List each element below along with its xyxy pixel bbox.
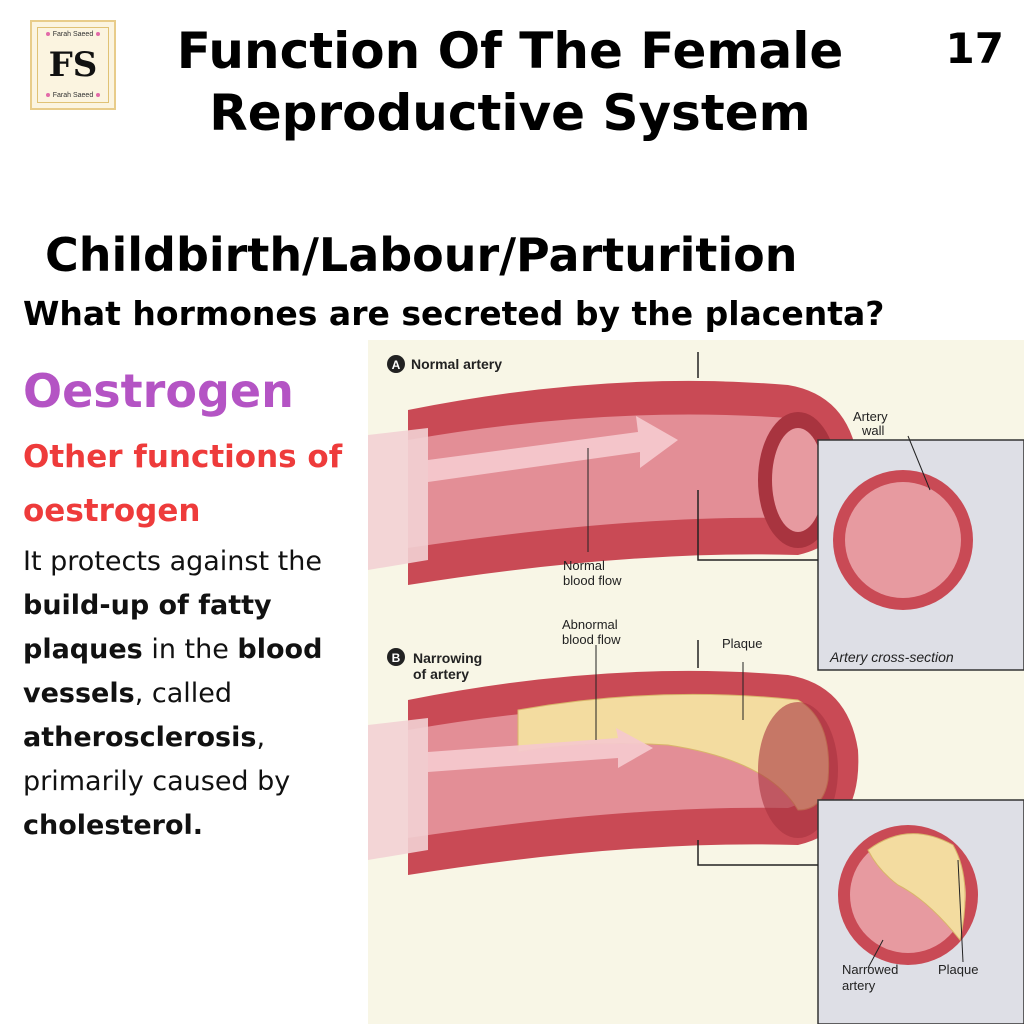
label-narrowed-1: Narrowed	[842, 962, 898, 977]
cross-section-lumen-a	[845, 482, 961, 598]
label-normal-flow-1: Normal	[563, 558, 605, 573]
artery-illustration: A Normal artery Artery wall Normal blood…	[368, 352, 1024, 1024]
artery-end-a	[368, 428, 428, 570]
question-text: What hormones are secreted by the placen…	[23, 294, 885, 333]
body-text-1: It protects against the	[23, 546, 322, 577]
label-narrowed-2: artery	[842, 978, 876, 993]
label-narrowing-2: of artery	[413, 666, 469, 682]
flow-arrow-a	[428, 416, 678, 482]
body-text-3: , called	[134, 678, 233, 709]
label-abnormal-flow-2: blood flow	[562, 632, 621, 647]
cross-section-plaque	[867, 833, 966, 942]
label-normal-artery: Normal artery	[411, 356, 502, 372]
logo-bottom-text: Farah Saeed	[32, 92, 114, 99]
hormone-heading: Oestrogen	[23, 364, 294, 418]
leader-line	[697, 490, 818, 561]
body-bold-3: atherosclerosis	[23, 722, 257, 753]
marker-a	[387, 355, 405, 373]
page-title: Function Of The Female Reproductive Syst…	[176, 22, 844, 142]
subheading: Other functions of oestrogen	[23, 439, 343, 529]
section-title: Childbirth/Labour/Parturition	[45, 228, 798, 282]
label-abnormal-flow-1: Abnormal	[562, 617, 618, 632]
body-bold-4: cholesterol.	[23, 810, 204, 841]
leader-line	[907, 435, 931, 491]
body-paragraph: It protects against the build-up of fatt…	[23, 540, 353, 848]
artery-opening-inner-a	[772, 428, 824, 532]
logo-frame	[37, 27, 109, 103]
label-cross-section: Artery cross-section	[829, 649, 954, 665]
marker-a-letter: A	[392, 358, 401, 372]
leader-line	[697, 840, 818, 866]
label-artery-wall-2: wall	[861, 423, 885, 438]
artery-figure: A Normal artery Artery wall Normal blood…	[368, 340, 1024, 1024]
body-text-2: in the	[142, 634, 238, 665]
page-number: 17	[945, 24, 1004, 73]
brand-logo: Farah Saeed FS Farah Saeed	[30, 20, 116, 110]
label-narrowing-1: Narrowing	[413, 650, 482, 666]
flow-arrow-b	[428, 728, 653, 772]
leader-line	[957, 859, 964, 963]
body-bold-1: build-up of fatty plaques	[23, 590, 272, 665]
label-plaque-bottom: Plaque	[938, 962, 978, 977]
artery-lumen-a	[408, 414, 823, 548]
logo-top-text: Farah Saeed	[32, 31, 114, 38]
body-text-4: , primarily caused by	[23, 722, 291, 797]
logo-monogram: FS	[48, 45, 98, 85]
leader-line	[867, 939, 884, 969]
label-plaque-top: Plaque	[722, 636, 762, 651]
body-bold-2: blood vessels	[23, 634, 323, 709]
marker-b	[387, 648, 405, 666]
artery-end-b	[368, 718, 428, 860]
label-normal-flow-2: blood flow	[563, 573, 622, 588]
label-artery-wall-1: Artery	[853, 409, 888, 424]
marker-b-letter: B	[392, 651, 401, 665]
